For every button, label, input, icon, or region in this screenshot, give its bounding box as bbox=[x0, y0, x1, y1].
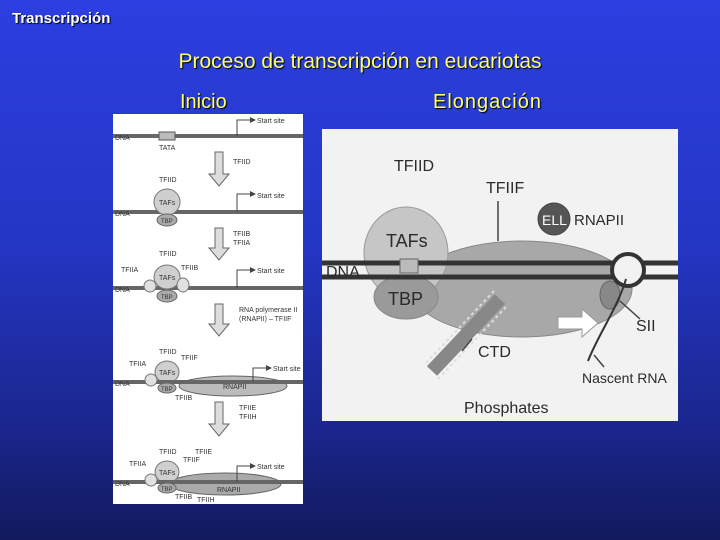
direction-arrow bbox=[557, 307, 599, 339]
tfiid-label: TFIID bbox=[159, 251, 177, 258]
tfiie-label: TFIIE bbox=[195, 449, 212, 456]
start-site-arrow bbox=[236, 267, 256, 288]
ctd-label: CTD bbox=[478, 344, 511, 361]
tfiif-label: TFIIF bbox=[181, 355, 198, 362]
elongation-diagram: TFIID TFIIF ELL RNAPII DNA TAFs TBP SII … bbox=[322, 129, 678, 421]
ctd-tail bbox=[426, 294, 506, 376]
tata-box bbox=[158, 131, 176, 141]
tbp-shape bbox=[157, 382, 177, 394]
tbp-label: TBP bbox=[161, 219, 173, 225]
start-site-label: Start site bbox=[257, 118, 285, 125]
phosphate-marks bbox=[437, 306, 507, 380]
start-site-arrow bbox=[236, 117, 256, 136]
tafs-label: TAFs bbox=[159, 200, 176, 207]
tfiia-shape bbox=[143, 279, 157, 293]
tfiib-label: TFIIB bbox=[175, 494, 192, 501]
tafs-label: TAFs bbox=[159, 370, 176, 377]
start-site-label: Start site bbox=[257, 268, 285, 275]
tfiif-label: TFIIF bbox=[183, 457, 200, 464]
phosphates-label: Phosphates bbox=[464, 400, 549, 417]
ell-shape bbox=[537, 202, 571, 236]
dna-label: DNA bbox=[115, 135, 130, 142]
rnap-label-line1: RNA polymerase II bbox=[239, 307, 297, 314]
start-site-arrow bbox=[252, 365, 272, 382]
tfiib-shape bbox=[176, 277, 190, 293]
rnapii-label: RNAPII bbox=[217, 487, 240, 494]
start-site-arrow bbox=[236, 463, 256, 482]
step-arrow bbox=[207, 227, 231, 261]
initiation-diagram-bottom: TFIID TFIIF TFIIA TAFs RNAPII DNA TBP TF… bbox=[113, 342, 303, 504]
tfiia-label: TFIIA bbox=[129, 461, 146, 468]
rnapii-label: RNAPII bbox=[223, 384, 246, 391]
tbp-label: TBP bbox=[161, 295, 173, 301]
dna-label: DNA bbox=[115, 211, 130, 218]
tfiid-label: TFIID bbox=[159, 177, 177, 184]
tbp-label: TBP bbox=[388, 289, 423, 309]
phosphate-marks bbox=[425, 290, 495, 364]
rnapii-label: RNAPII bbox=[574, 212, 624, 229]
tbp-shape bbox=[156, 213, 178, 227]
initiation-diagram-top: DNA TATA Start site TFIID TFIID DNA TAFs… bbox=[113, 114, 303, 342]
slide-title: Proceso de transcripción en eucariotas bbox=[178, 50, 542, 73]
column-label-inicio: Inicio bbox=[180, 91, 227, 113]
tfiih-label: TFIIH bbox=[197, 497, 215, 504]
tfiid-label: TFIID bbox=[394, 158, 434, 175]
start-site-label: Start site bbox=[257, 464, 285, 471]
tfiib-label: TFIIB bbox=[175, 395, 192, 402]
tfiib-label: TFIIB bbox=[181, 265, 198, 272]
tfiib-step-label: TFIIB bbox=[233, 231, 250, 238]
rnap-label-line2: (RNAPII) – TFIIF bbox=[239, 316, 291, 323]
nascent-rna-label: Nascent RNA bbox=[582, 370, 667, 386]
ell-label: ELL bbox=[542, 212, 567, 228]
tfiia-shape bbox=[144, 473, 158, 487]
sii-shape bbox=[599, 280, 621, 310]
step-arrow bbox=[207, 401, 231, 437]
header-title: Transcripción bbox=[12, 10, 111, 27]
tafs-label: TAFs bbox=[386, 231, 428, 251]
dna-label: DNA bbox=[115, 481, 130, 488]
dna-label: DNA bbox=[115, 381, 130, 388]
tbp-shape bbox=[157, 482, 177, 494]
tafs-label: TAFs bbox=[159, 470, 176, 477]
tfiia-shape bbox=[144, 373, 158, 387]
ctd-pointer bbox=[461, 338, 473, 352]
dna-label: DNA bbox=[326, 264, 360, 281]
sii-label: SII bbox=[636, 318, 656, 335]
tafs-label: TAFs bbox=[159, 275, 176, 282]
tbp-label: TBP bbox=[161, 487, 173, 493]
tfiih-step-label: TFIIH bbox=[239, 414, 257, 421]
tfiie-step-label: TFIIE bbox=[239, 405, 256, 412]
start-site-arrow bbox=[236, 191, 256, 212]
sii-pointer bbox=[619, 300, 641, 320]
start-site-label: Start site bbox=[273, 366, 301, 373]
tfiid-label: TFIID bbox=[159, 349, 177, 356]
tfiif-label: TFIIF bbox=[486, 180, 524, 197]
tata-label: TATA bbox=[159, 145, 176, 152]
tbp-shape bbox=[156, 289, 178, 303]
tafs-shape bbox=[153, 264, 181, 290]
nascent-rna-strand bbox=[587, 278, 627, 362]
start-site-label: Start site bbox=[257, 193, 285, 200]
step-arrow bbox=[207, 303, 231, 337]
rna-pointer bbox=[593, 354, 605, 368]
step-arrow bbox=[207, 151, 231, 187]
tfiid-label: TFIID bbox=[159, 449, 177, 456]
tbp-label: TBP bbox=[161, 387, 173, 393]
transcription-bubble bbox=[610, 252, 646, 288]
tfiia-label: TFIIA bbox=[121, 267, 138, 274]
tfiid-step-label: TFIID bbox=[233, 159, 251, 166]
tfiia-step-label: TFIIA bbox=[233, 240, 250, 247]
column-label-elongacion: Elongación bbox=[433, 91, 542, 113]
tfiia-label: TFIIA bbox=[129, 361, 146, 368]
dna-label: DNA bbox=[115, 287, 130, 294]
tata-box bbox=[399, 258, 419, 274]
